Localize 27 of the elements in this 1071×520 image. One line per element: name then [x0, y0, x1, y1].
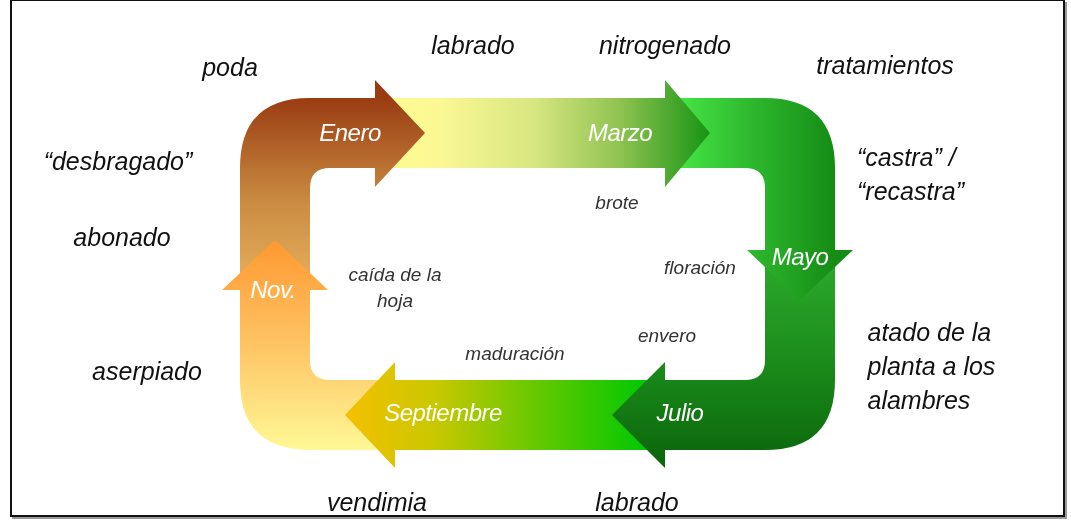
arrow-segment [345, 362, 612, 468]
task-label: abonado [73, 222, 171, 254]
arrow-segment [425, 80, 710, 187]
task-label: labrado [595, 487, 679, 519]
task-label: tratamientos [816, 50, 954, 82]
task-label: floración [664, 256, 736, 281]
task-label: envero [637, 324, 697, 349]
month-label: Enero [319, 121, 381, 145]
month-label: Nov. [250, 278, 296, 302]
task-label: labrado [431, 30, 515, 62]
month-label: Julio [656, 401, 704, 425]
task-label: aserpiado [92, 356, 202, 388]
arrow-segment [222, 240, 345, 450]
month-label: Mayo [771, 245, 829, 269]
task-label: vendimia [326, 487, 428, 519]
task-label: “desbragado” [43, 146, 193, 178]
task-label: brote [595, 191, 639, 216]
task-label: poda [202, 52, 258, 84]
task-label: “castra” / “recastra” [857, 142, 966, 207]
task-label: caída de la hoja [347, 263, 443, 313]
month-label: Septiembre [384, 401, 502, 425]
arrow-segment [612, 300, 835, 468]
task-label: nitrogenado [598, 30, 732, 62]
task-label: maduración [465, 342, 565, 367]
arrow-segment [240, 80, 425, 240]
task-label: atado de la planta a los alambres [867, 317, 997, 416]
month-label: Marzo [587, 121, 653, 145]
